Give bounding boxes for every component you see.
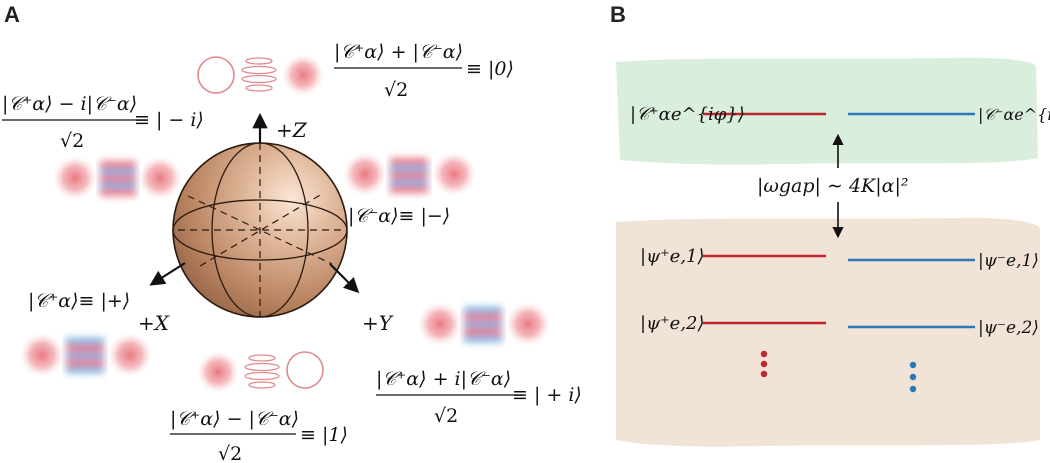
equation-minus: |𝒞⁻α⟩≡ |−⟩: [348, 205, 450, 227]
state-minus-picture: [343, 152, 476, 196]
equation-minus-i-denominator: √2: [60, 130, 84, 152]
equation-plus-i-numerator: |𝒞⁺α⟩ + i|𝒞⁻α⟩: [376, 368, 511, 390]
equation-plus-i: |𝒞⁺α⟩ + i|𝒞⁻α⟩ √2 ≡ | + i⟩: [376, 368, 582, 427]
equation-one-denominator: √2: [218, 443, 242, 463]
equation-zero-rhs: ≡ |0⟩: [466, 58, 514, 80]
equation-one-numerator: |𝒞⁺α⟩ − |𝒞⁻α⟩: [170, 408, 299, 430]
equation-zero-numerator: |𝒞⁺α⟩ + |𝒞⁻α⟩: [334, 41, 463, 63]
gap-label: |ωgap| ∼ 4K|α|²: [757, 175, 908, 197]
x-axis-label: +X: [138, 311, 170, 335]
state-one-picture: [197, 351, 324, 393]
bloch-sphere: [172, 142, 348, 318]
red-ellipsis-dots: [760, 350, 768, 378]
y-axis-label: +Y: [362, 311, 394, 335]
state-plus-picture: [20, 333, 152, 377]
equation-minus-i: |𝒞⁺α⟩ − i|𝒞⁻α⟩ √2 ≡ | − i⟩: [2, 93, 204, 152]
blue-ellipsis-dots: [909, 361, 917, 393]
equation-one-rhs: ≡ |1⟩: [300, 424, 348, 446]
label-top-right: |𝒞⁻αe^{iφ}⟩: [978, 105, 1050, 124]
label-e1-right: |ψ⁻e,1⟩: [978, 251, 1039, 271]
equation-minus-i-rhs: ≡ | − i⟩: [134, 109, 204, 131]
equation-zero-denominator: √2: [384, 79, 408, 101]
beige-band: [616, 217, 1040, 447]
equation-plus-i-rhs: ≡ | + i⟩: [512, 384, 582, 406]
state-plus-i-picture: [418, 302, 550, 346]
equation-plus: |𝒞⁺α⟩≡ |+⟩: [28, 290, 130, 312]
equation-plus-i-denominator: √2: [434, 405, 458, 427]
panel-label-a: A: [4, 2, 20, 27]
label-e2-right: |ψ⁻e,2⟩: [978, 318, 1039, 338]
equation-zero: |𝒞⁺α⟩ + |𝒞⁻α⟩ √2 ≡ |0⟩: [334, 41, 514, 101]
equation-one: |𝒞⁺α⟩ − |𝒞⁻α⟩ √2 ≡ |1⟩: [170, 408, 348, 463]
x-axis-arrow: [149, 262, 186, 286]
panel-label-b: B: [610, 2, 626, 27]
equation-minus-i-numerator: |𝒞⁺α⟩ − i|𝒞⁻α⟩: [2, 93, 137, 115]
y-axis-arrow: [329, 263, 360, 294]
label-e2-left: |ψ⁺e,2⟩: [640, 313, 705, 334]
label-e1-left: |ψ⁺e,1⟩: [640, 246, 705, 267]
state-minus-i-picture: [53, 156, 182, 200]
green-band: [616, 57, 1038, 165]
label-top-left: |𝒞⁺αe^{iφ}⟩: [630, 104, 745, 125]
state-zero-picture: [197, 54, 324, 96]
z-axis-label: +Z: [276, 118, 308, 142]
